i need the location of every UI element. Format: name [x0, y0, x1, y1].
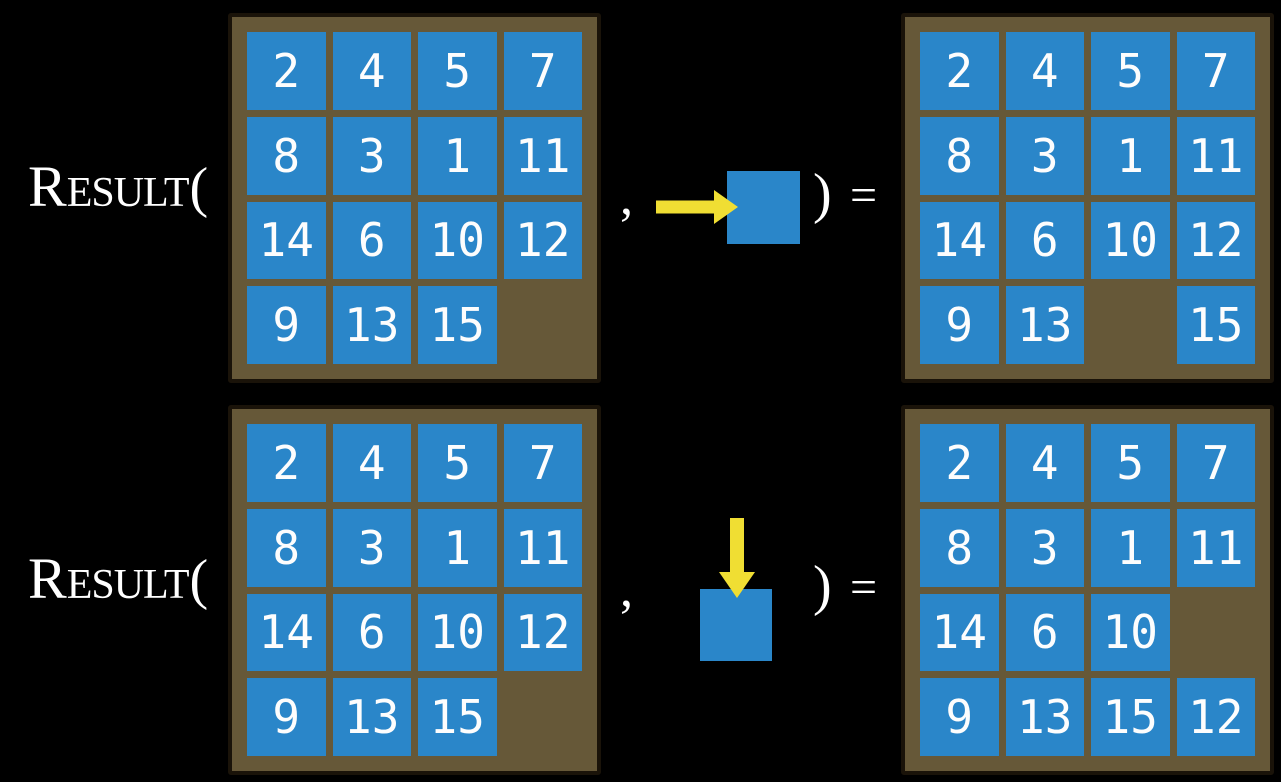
puzzle-tile: 11	[503, 508, 582, 587]
empty-cell	[1091, 286, 1170, 364]
puzzle-tile: 15	[1176, 286, 1255, 364]
puzzle-tile: 2	[247, 32, 326, 110]
open-paren: (	[189, 549, 209, 611]
puzzle-tile: 6	[332, 201, 411, 280]
puzzle-tile: 6	[1005, 201, 1084, 280]
puzzle-tile: 10	[418, 201, 497, 280]
puzzle-tile: 4	[1005, 424, 1084, 502]
puzzle-tile: 9	[247, 286, 326, 364]
puzzle-tile: 1	[418, 116, 497, 195]
equals-sign: =	[850, 561, 878, 614]
puzzle-tile: 5	[1091, 32, 1170, 110]
puzzle-tile: 12	[503, 593, 582, 672]
result-label-cap: R	[28, 546, 67, 611]
puzzle-tile: 6	[332, 593, 411, 672]
puzzle-tile: 15	[418, 286, 497, 364]
puzzle-tile: 10	[418, 593, 497, 672]
result-label-smallcaps: ESULT	[66, 170, 190, 216]
puzzle-tile: 8	[247, 116, 326, 195]
puzzle-tile: 2	[247, 424, 326, 502]
puzzle-tile: 13	[332, 286, 411, 364]
puzzle-tile: 15	[1091, 678, 1170, 756]
puzzle-tile: 3	[332, 116, 411, 195]
sliding-tile	[727, 171, 800, 244]
puzzle-tile: 7	[503, 32, 582, 110]
puzzle-tile: 11	[1176, 116, 1255, 195]
puzzle-tile: 10	[1091, 593, 1170, 672]
puzzle-tile: 2	[920, 32, 999, 110]
puzzle-tile: 12	[1176, 201, 1255, 280]
puzzle-tile: 12	[503, 201, 582, 280]
open-paren: (	[189, 157, 209, 219]
puzzle-tile: 15	[418, 678, 497, 756]
puzzle-tile: 1	[418, 508, 497, 587]
puzzle-tile: 14	[247, 593, 326, 672]
puzzle-tile: 3	[1005, 116, 1084, 195]
puzzle-tile: 3	[1005, 508, 1084, 587]
sliding-tile	[700, 589, 772, 661]
puzzle-tile: 5	[418, 424, 497, 502]
puzzle-tile: 7	[1176, 424, 1255, 502]
puzzle-tile: 7	[1176, 32, 1255, 110]
puzzle-tile: 8	[920, 508, 999, 587]
puzzle-tile: 5	[1091, 424, 1170, 502]
puzzle-tile: 12	[1176, 678, 1255, 756]
puzzle-tile: 11	[1176, 508, 1255, 587]
result-function-label: R ESULT (	[28, 154, 209, 219]
puzzle-tile: 2	[920, 424, 999, 502]
puzzle-tile: 8	[920, 116, 999, 195]
puzzle-tile: 4	[332, 32, 411, 110]
empty-cell	[504, 678, 583, 756]
empty-cell	[504, 286, 583, 364]
result-label-cap: R	[28, 154, 67, 219]
puzzle-tile: 1	[1091, 116, 1170, 195]
close-paren: )	[813, 555, 832, 617]
puzzle-tile: 13	[1005, 286, 1084, 364]
puzzle-tile: 4	[1005, 32, 1084, 110]
puzzle-tile: 11	[503, 116, 582, 195]
puzzle-tile: 9	[920, 678, 999, 756]
puzzle-tile: 9	[247, 678, 326, 756]
puzzle-tile: 5	[418, 32, 497, 110]
puzzle-tile: 13	[332, 678, 411, 756]
arrow-right-icon	[656, 190, 738, 224]
puzzle-tile: 14	[247, 201, 326, 280]
puzzle-tile: 10	[1091, 201, 1170, 280]
puzzle-tile: 9	[920, 286, 999, 364]
comma-separator: ,	[620, 561, 633, 618]
puzzle-tile: 8	[247, 508, 326, 587]
result-function-label: R ESULT (	[28, 546, 209, 611]
equals-sign: =	[850, 169, 878, 222]
puzzle-tile: 4	[332, 424, 411, 502]
puzzle-tile: 1	[1091, 508, 1170, 587]
empty-cell	[1177, 594, 1256, 672]
puzzle-tile: 7	[503, 424, 582, 502]
puzzle-tile: 14	[920, 201, 999, 280]
arrow-down-icon	[719, 518, 755, 598]
puzzle-tile: 3	[332, 508, 411, 587]
puzzle-tile: 13	[1005, 678, 1084, 756]
puzzle-tile: 14	[920, 593, 999, 672]
close-paren: )	[813, 163, 832, 225]
result-label-smallcaps: ESULT	[66, 562, 190, 608]
comma-separator: ,	[620, 169, 633, 226]
puzzle-tile: 6	[1005, 593, 1084, 672]
